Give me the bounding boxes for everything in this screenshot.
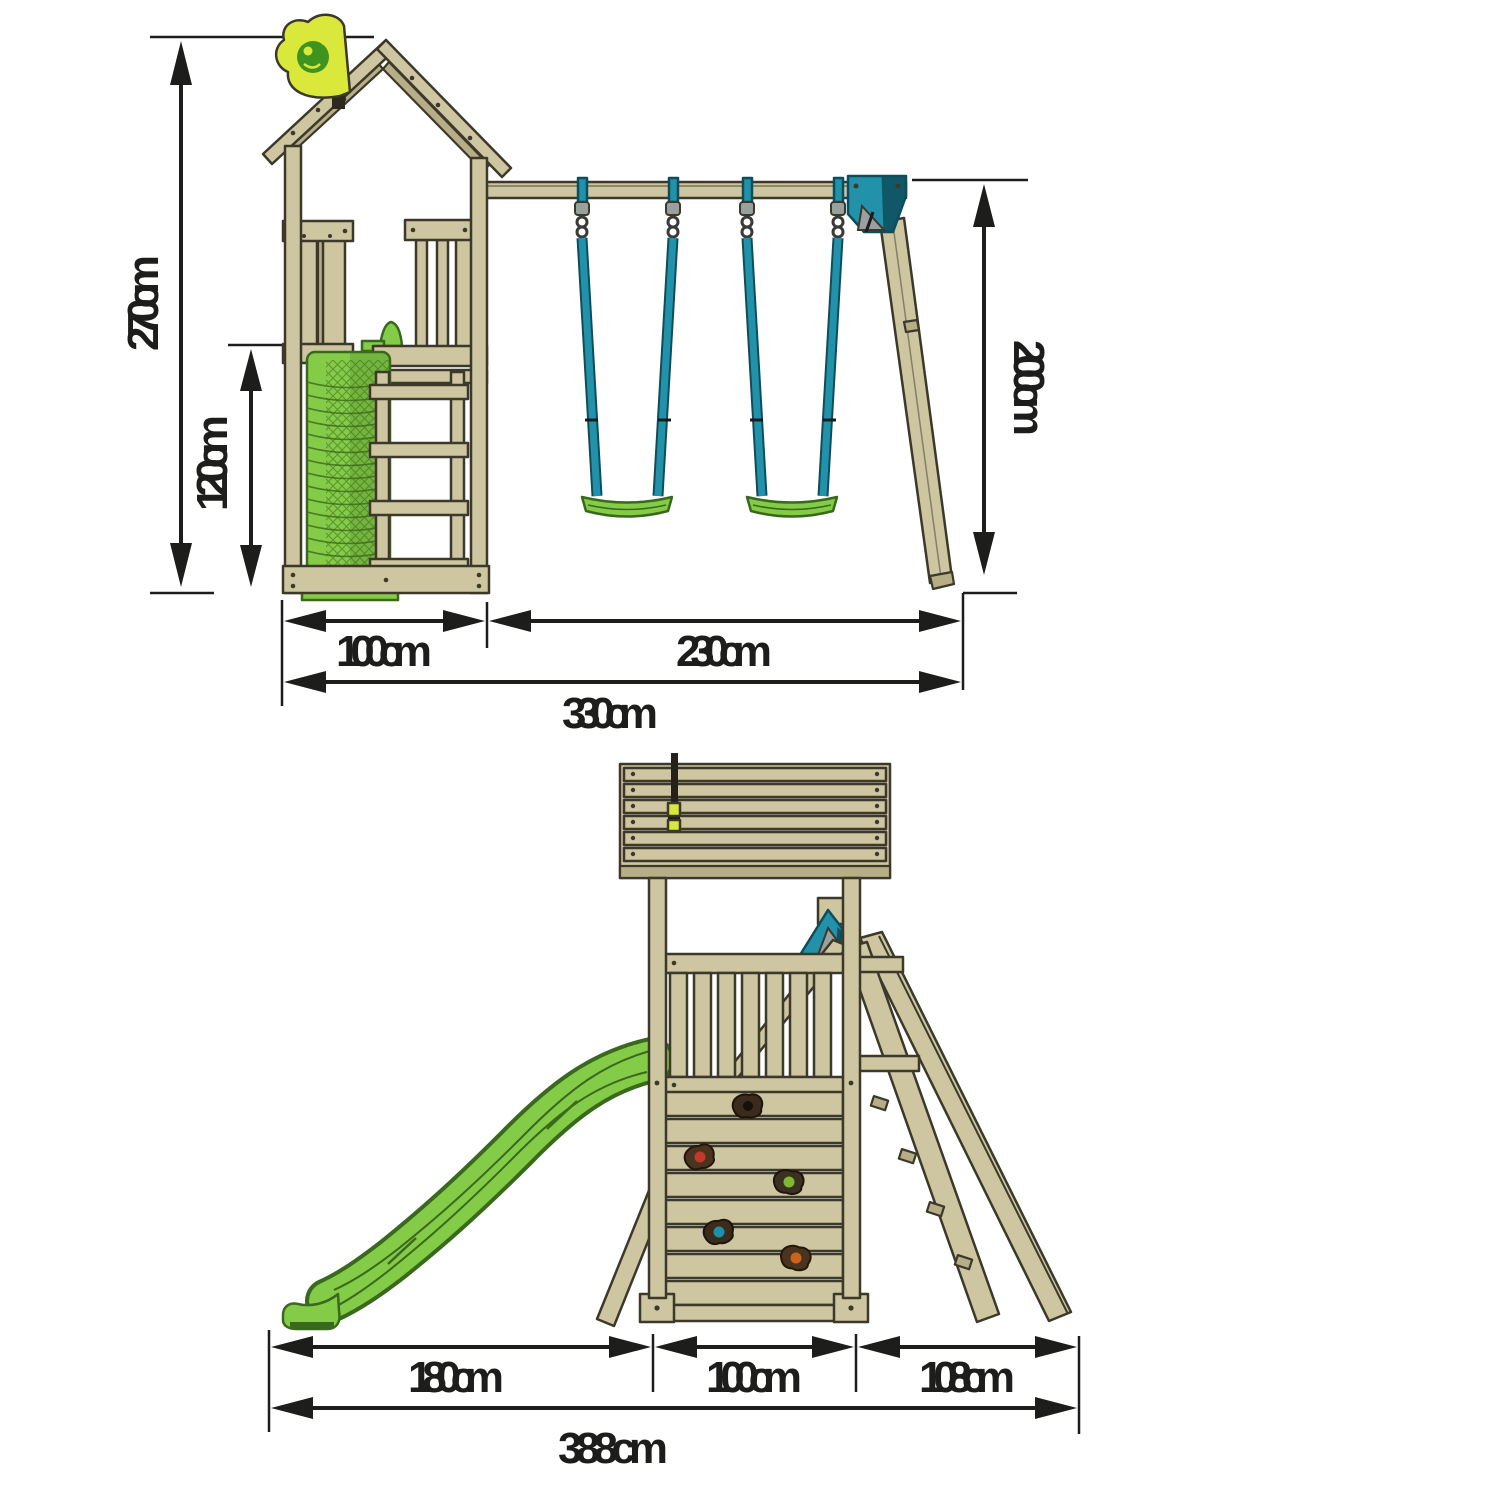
- beam-bracket: [846, 174, 908, 234]
- roof-slat: [622, 798, 888, 815]
- leg-strut: [855, 1054, 921, 1073]
- ladder-side: [368, 370, 470, 582]
- leg-cleat: [869, 1094, 890, 1112]
- dimension-total-height: 270cm: [119, 35, 374, 595]
- baluster: [668, 971, 689, 1079]
- front-view-dimensions: 180cm 100cm 108cm 388cm: [267, 1330, 1081, 1473]
- railing-top-rail: [661, 952, 861, 975]
- ladder-rung: [368, 383, 470, 401]
- label-270cm: 270cm: [119, 255, 168, 351]
- tower-post-front: [647, 876, 668, 1300]
- tower-post: [469, 156, 489, 595]
- slide-foot: [281, 1292, 341, 1331]
- label-330cm: 330cm: [562, 689, 658, 738]
- roof-slat: [622, 830, 888, 847]
- swing-set-side: [479, 174, 956, 591]
- balustrade-board: [321, 226, 347, 359]
- swing-right: [739, 176, 846, 518]
- roof-panel-front: [618, 762, 892, 880]
- swing-frame-legs: [843, 930, 1073, 1324]
- flagpole-front-icon: [666, 753, 682, 833]
- tower-post-front: [841, 876, 862, 1300]
- wall-plank: [663, 1225, 845, 1253]
- side-view: 270cm 120cm 200cm: [119, 13, 1053, 738]
- baluster: [716, 971, 737, 1079]
- wall-plank: [663, 1117, 845, 1145]
- swing-leg-rear: [858, 930, 1073, 1323]
- baluster: [788, 971, 809, 1079]
- swing-seat: [580, 495, 674, 518]
- swing-leg-cleat: [902, 318, 921, 334]
- side-view-dimensions: 270cm 120cm 200cm: [119, 35, 1053, 738]
- label-108cm: 108cm: [919, 1353, 1015, 1402]
- balustrade-board: [414, 238, 429, 349]
- dimension-widths-side: 100cm 230cm 330cm: [280, 600, 961, 738]
- slide: [281, 1037, 675, 1331]
- wall-plank: [663, 1171, 845, 1199]
- wall-plank: [663, 1198, 845, 1226]
- baluster: [812, 971, 833, 1079]
- tower-post: [283, 144, 303, 595]
- swing-leg-foot: [928, 570, 956, 591]
- label-230cm: 230cm: [676, 627, 772, 676]
- climbing-hold: [772, 1169, 805, 1195]
- dimension-swing-height: 200cm: [912, 178, 1053, 690]
- roof-slat: [622, 846, 888, 863]
- climbing-hold: [779, 1244, 812, 1272]
- baluster: [692, 971, 713, 1079]
- balustrade-board: [454, 222, 474, 352]
- balustrade-board: [435, 238, 450, 349]
- swing-leg-side: [878, 216, 954, 585]
- roof-slat: [622, 766, 888, 783]
- label-120cm: 120cm: [188, 415, 237, 511]
- wall-plank: [663, 1279, 845, 1307]
- climbing-hold: [702, 1218, 734, 1246]
- swing-seat: [745, 495, 839, 518]
- railing-front: [661, 952, 905, 1095]
- front-view: 180cm 100cm 108cm 388cm: [267, 753, 1081, 1473]
- roof-slat: [622, 814, 888, 831]
- climbing-hold: [731, 1093, 764, 1119]
- label-180cm: 180cm: [408, 1353, 504, 1402]
- label-200cm: 200cm: [1004, 340, 1053, 436]
- leg-cleat: [897, 1147, 918, 1165]
- label-388cm: 388cm: [558, 1424, 668, 1473]
- baluster: [740, 971, 761, 1079]
- slide-entry: [378, 320, 404, 348]
- leg-cleat: [925, 1200, 946, 1218]
- label-100cm-front: 100cm: [706, 1353, 802, 1402]
- swing-left: [574, 176, 681, 518]
- climbing-wall: [663, 1090, 845, 1323]
- dimension-platform-height: 120cm: [188, 343, 312, 587]
- ladder-rung: [368, 499, 470, 517]
- climbing-hold: [683, 1143, 715, 1171]
- ladder-rung: [368, 441, 470, 459]
- railing-bottom-rail: [661, 1075, 861, 1095]
- tower-side: [261, 13, 513, 602]
- label-100cm-side: 100cm: [336, 627, 432, 676]
- leg-cleat: [953, 1253, 974, 1271]
- wall-plank: [663, 1252, 845, 1280]
- flag-icon: [275, 13, 352, 109]
- roof-slat: [622, 782, 888, 799]
- baluster: [764, 971, 785, 1079]
